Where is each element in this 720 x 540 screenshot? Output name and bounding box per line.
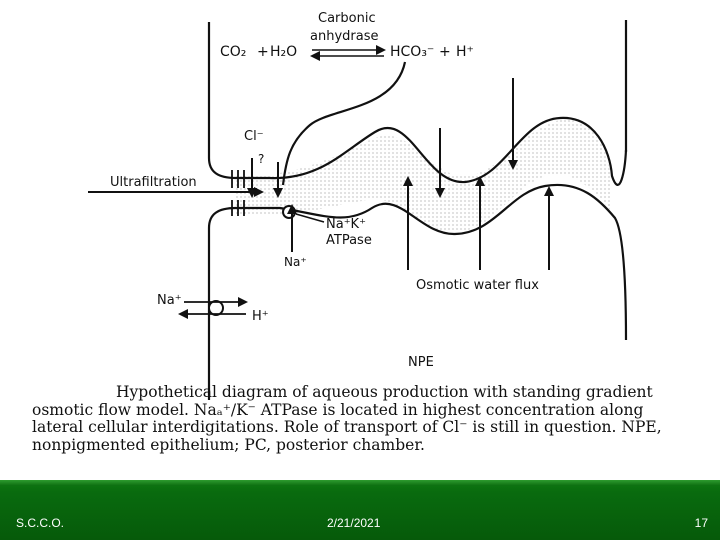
plus-sign-2: + [439, 44, 451, 60]
h2o-label: H₂O [270, 44, 297, 60]
na-k-pointer [295, 213, 325, 223]
slide-number: 17 [694, 516, 708, 530]
na-inner-label: Na⁺ [284, 255, 307, 269]
h-left-label: H⁺ [252, 309, 269, 324]
footer-organization: S.C.C.O. [16, 516, 65, 530]
h-plus-label: H⁺ [456, 44, 474, 60]
figure-caption: Hypothetical diagram of aqueous producti… [32, 383, 662, 454]
intercellular-space-shading [235, 119, 610, 233]
cl-minus-label: Cl⁻ [244, 129, 264, 144]
na-k-label: Na⁺K⁺ [326, 217, 366, 232]
na-left-label: Na⁺ [157, 293, 182, 308]
footer-bar: S.C.C.O. 2/21/2021 17 [0, 480, 720, 540]
upper-cell-membrane [207, 22, 628, 186]
lower-cell-membrane [207, 183, 628, 400]
na-h-exchanger [208, 300, 224, 316]
anhydrase-label: anhydrase [310, 29, 378, 44]
co2-label: CO₂ [220, 44, 246, 60]
carbonic-label: Carbonic [318, 11, 376, 26]
npe-label: NPE [408, 355, 434, 370]
osmotic-water-flux-label: Osmotic water flux [416, 278, 539, 293]
footer-date: 2/21/2021 [327, 516, 381, 530]
plus-sign-1: + [257, 44, 269, 60]
tight-junction-marks [231, 170, 245, 216]
aqueous-production-diagram: Carbonic anhydrase CO₂ + H₂O HCO₃⁻ + H⁺ … [88, 11, 628, 400]
question-mark: ? [258, 152, 264, 166]
hco3-channel-line [281, 61, 407, 186]
atpase-label: ATPase [326, 233, 372, 248]
na-k-atpase-pump [282, 205, 296, 219]
ultrafiltration-label: Ultrafiltration [110, 175, 197, 190]
footer-band [0, 480, 720, 486]
hco3-label: HCO₃⁻ [390, 44, 434, 60]
